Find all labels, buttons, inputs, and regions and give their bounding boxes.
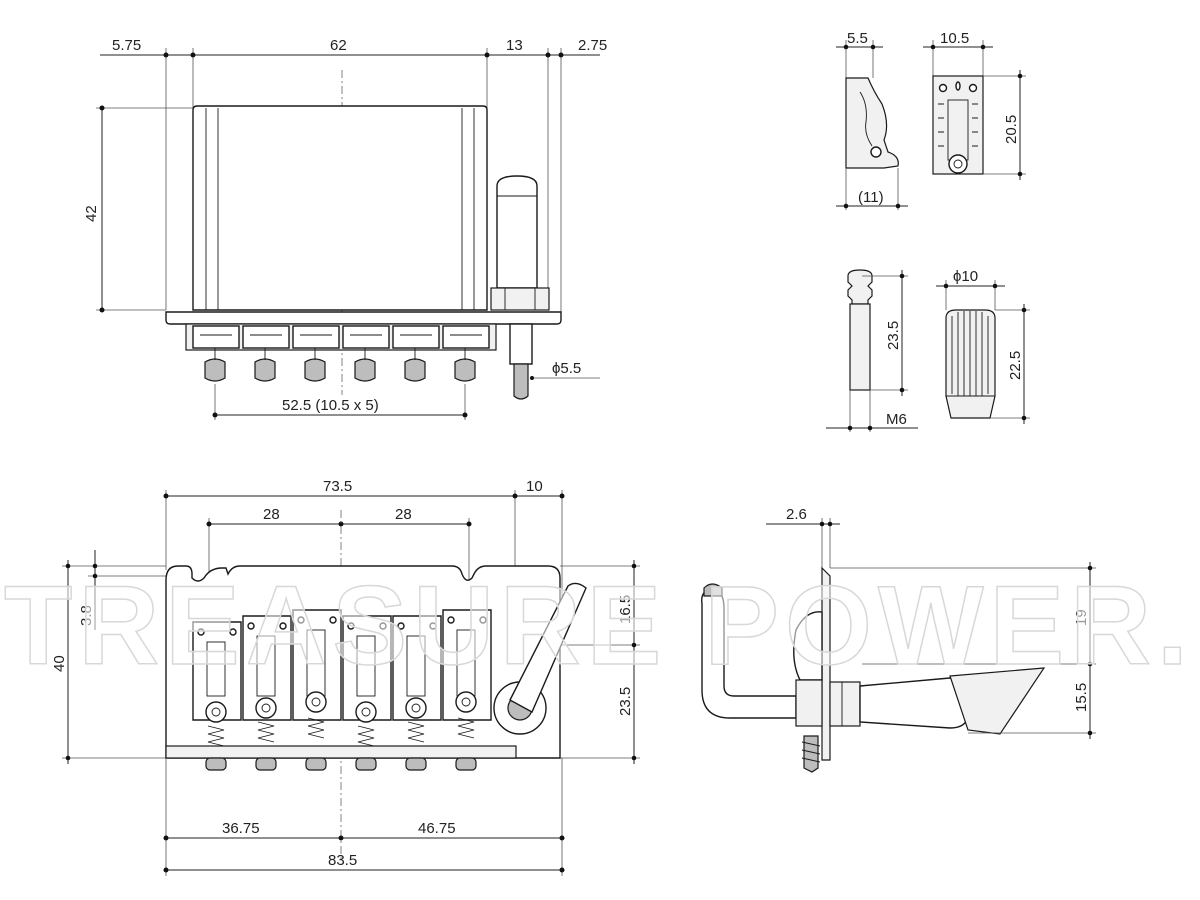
dim-total-width-upper: 73.5 <box>323 478 352 495</box>
dim-knob-length: 22.5 <box>1007 351 1024 380</box>
dim-total-width: 83.5 <box>328 852 357 869</box>
top-saddles <box>192 325 490 349</box>
dim-plate-width: 62 <box>330 37 347 54</box>
dim-depth: 40 <box>51 655 68 672</box>
bridge-front-view: 73.5 10 28 28 40 3.8 16.5 23.5 36.75 46.… <box>51 478 640 876</box>
dim-side-upper: 19 <box>1073 609 1090 626</box>
dim-spacing-right: 28 <box>395 506 412 523</box>
dim-arm-length: 23.5 <box>885 321 902 350</box>
dim-arm-offset: 10 <box>526 478 543 495</box>
saddle-side-view: 5.5 (11) <box>836 30 908 210</box>
bridge-side-view: 2.6 19 15.5 <box>701 506 1096 773</box>
dim-knob-diameter: ϕ10 <box>953 268 978 285</box>
dim-bottom-right: 46.75 <box>418 820 456 837</box>
watermark: TREASURE POWER. <box>4 563 1194 688</box>
dim-arm-diameter: ϕ5.5 <box>552 360 581 377</box>
intonation-screws <box>204 348 476 382</box>
dim-plate-thickness: 2.6 <box>786 506 807 523</box>
dim-spacing-left: 28 <box>263 506 280 523</box>
arm-knob-detail: ϕ10 22.5 <box>936 268 1030 424</box>
dim-arm-thread: M6 <box>886 411 907 428</box>
dim-saddle-front-height: 20.5 <box>1003 115 1020 144</box>
saddle-front-view: 10.5 20.5 <box>923 30 1026 180</box>
dim-saddle-front-width: 10.5 <box>940 30 969 47</box>
dim-upper-height: 16.5 <box>617 595 634 624</box>
dim-saddle-side-height: (11) <box>858 189 884 206</box>
dim-string-spacing: 52.5 (10.5 x 5) <box>282 397 379 414</box>
dim-left-offset: 5.75 <box>112 37 141 54</box>
dim-bottom-left: 36.75 <box>222 820 260 837</box>
arm-tip-detail: 23.5 M6 <box>826 269 918 432</box>
dim-notch: 3.8 <box>78 605 95 626</box>
dim-post-offset: 13 <box>506 37 523 54</box>
dim-height: 42 <box>83 205 100 222</box>
front-saddles <box>192 609 492 771</box>
dim-saddle-side-width: 5.5 <box>847 30 868 47</box>
dim-side-lower: 15.5 <box>1073 683 1090 712</box>
dim-lower-height: 23.5 <box>617 687 634 716</box>
dim-post-edge: 2.75 <box>578 37 607 54</box>
bridge-top-view: 5.75 62 13 2.75 42 52.5 (10.5 x 5) ϕ5.5 <box>83 37 607 420</box>
